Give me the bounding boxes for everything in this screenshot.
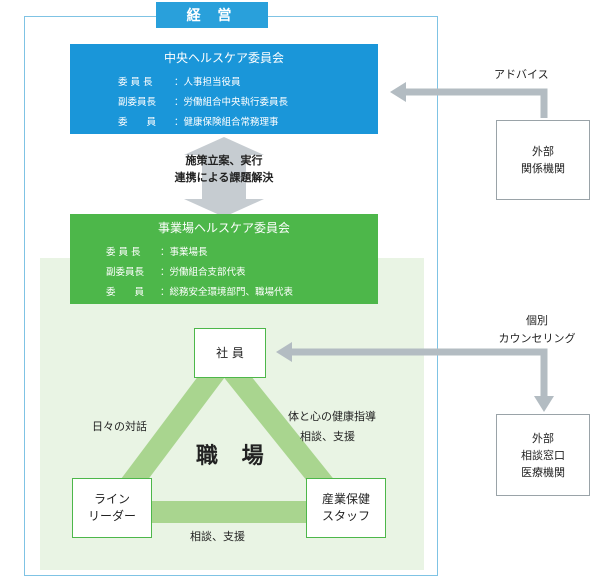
counseling-line2: カウンセリング [498, 332, 576, 345]
site-role-value-1: ：事業場長 [160, 247, 208, 258]
line-leader-node: ライン リーダー [72, 478, 152, 538]
line-leader-line2: リーダー [87, 509, 136, 523]
external-consult-line1: 外部 [532, 431, 554, 445]
occupational-health-line1: 産業保健 [321, 492, 370, 506]
counseling-line1: 個別 [526, 314, 548, 327]
external-consult-orgs: 外部 相談窓口 医療機関 [496, 414, 590, 496]
external-consult-line3: 医療機関 [521, 465, 565, 479]
external-related-orgs: 外部 関係機関 [496, 120, 590, 200]
workplace-label: 職 場 [196, 444, 272, 469]
central-role-value-3: ：健康保険組合常務理事 [174, 117, 279, 128]
occupational-health-node: 産業保健 スタッフ [306, 478, 386, 538]
advice-label: アドバイス [494, 68, 549, 81]
policy-text: 施策立案、実行 連携による課題解決 [150, 152, 298, 186]
central-role-label-1: 委 員 長 [118, 77, 153, 88]
line-leader-line1: ライン [93, 492, 130, 506]
employee-node: 社 員 [194, 328, 266, 378]
site-role-label-1: 委 員 長 [106, 247, 141, 258]
double-arrow-icon [184, 137, 264, 217]
external-related-line2: 関係機関 [521, 162, 565, 175]
site-role-label-2: 副委員長 [106, 267, 145, 278]
external-consult-line2: 相談窓口 [521, 448, 565, 462]
occupational-health-line2: スタッフ [321, 509, 370, 523]
central-role-label-3: 委 員 [118, 117, 157, 128]
management-title: 経 営 [156, 2, 268, 28]
policy-text-line2: 連携による課題解決 [174, 171, 274, 184]
site-role-value-2: ：労働組合支部代表 [160, 267, 246, 278]
site-committee-title: 事業場ヘルスケア委員会 [157, 221, 290, 235]
site-role-value-3: ：総務安全環境部門、職場代表 [160, 287, 294, 298]
edge-right-label-2: 相談、支援 [300, 430, 355, 443]
counseling-label: 個別 カウンセリング [484, 312, 590, 348]
central-committee-box: 中央ヘルスケア委員会 委 員 長 ：人事担当役員 副委員長 ：労働組合中央執行委… [70, 44, 378, 134]
edge-bottom-label: 相談、支援 [190, 530, 245, 543]
central-role-label-2: 副委員長 [118, 97, 157, 108]
edge-left-label: 日々の対話 [92, 420, 147, 433]
central-committee-title: 中央ヘルスケア委員会 [163, 51, 284, 65]
central-role-value-2: ：労働組合中央執行委員長 [174, 97, 289, 108]
edge-right-label-1: 体と心の健康指導 [288, 410, 376, 423]
site-committee-box: 事業場ヘルスケア委員会 委 員 長 ：事業場長 副委員長 ：労働組合支部代表 委… [70, 214, 378, 304]
policy-text-line1: 施策立案、実行 [185, 154, 263, 167]
external-related-line1: 外部 [532, 145, 554, 158]
central-role-value-1: ：人事担当役員 [174, 77, 241, 88]
site-role-label-3: 委 員 [106, 287, 145, 298]
